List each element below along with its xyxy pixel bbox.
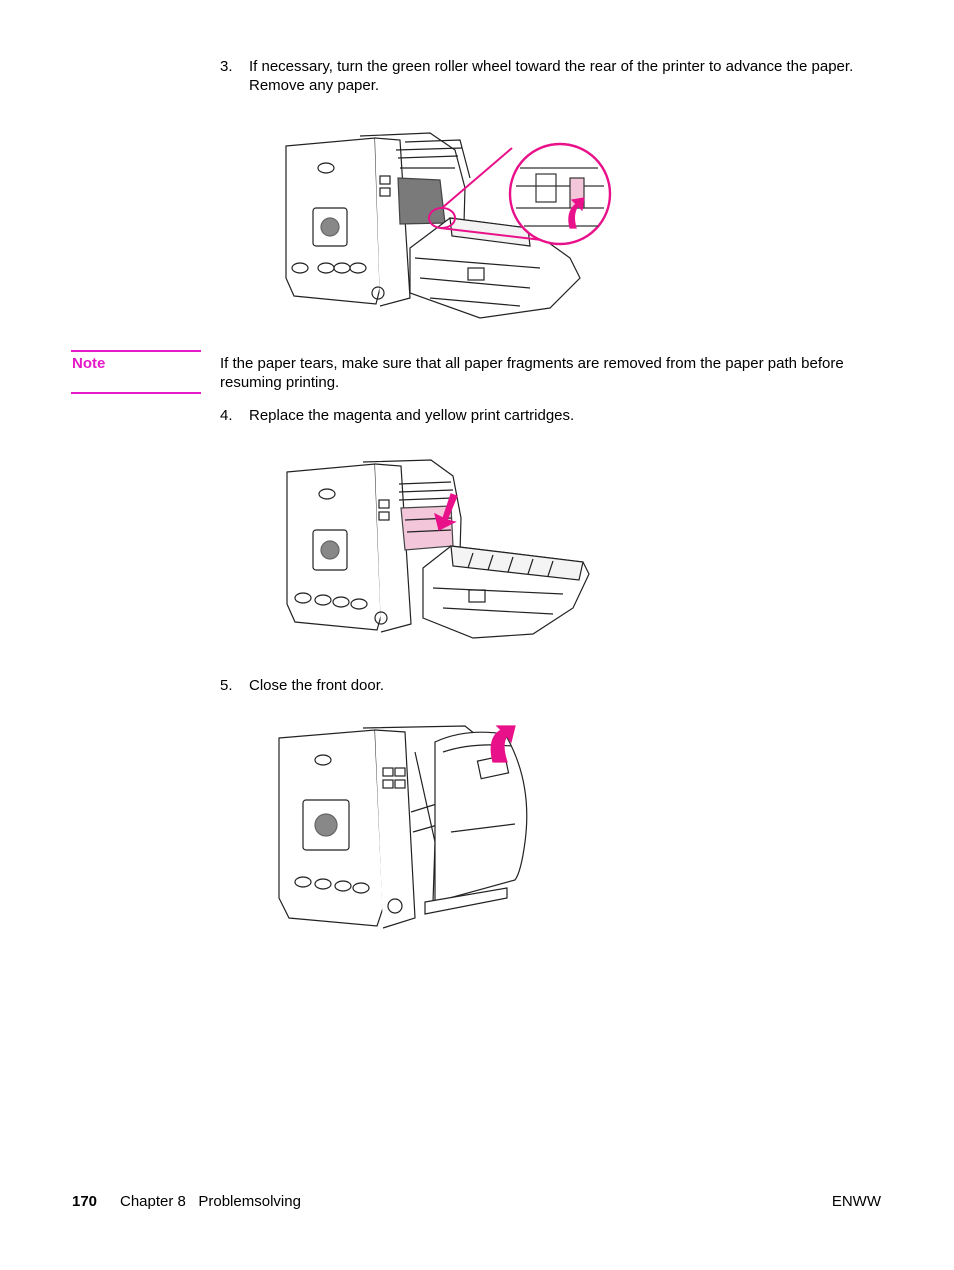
page-number: 170 xyxy=(72,1193,98,1210)
step-text: Replace the magenta and yellow print car… xyxy=(249,407,575,424)
printer-close-door-illustration xyxy=(275,722,540,932)
step-number: 4. xyxy=(220,407,233,424)
footer-right-text: ENWW xyxy=(831,1193,881,1210)
printer-roller-illustration xyxy=(280,128,620,323)
note-label: Note xyxy=(72,355,106,372)
note-text: If the paper tears, make sure that all p… xyxy=(220,355,844,391)
step-text: Close the front door. xyxy=(249,677,385,694)
note-rule-top xyxy=(71,350,201,352)
step-number: 5. xyxy=(220,677,233,694)
note-rule-bottom xyxy=(71,392,201,394)
printer-cartridge-illustration xyxy=(283,458,593,643)
step-text: If necessary, turn the green roller whee… xyxy=(249,58,854,94)
chapter-title: Chapter 8 Problemsolving xyxy=(120,1193,301,1210)
step-number: 3. xyxy=(220,58,233,75)
